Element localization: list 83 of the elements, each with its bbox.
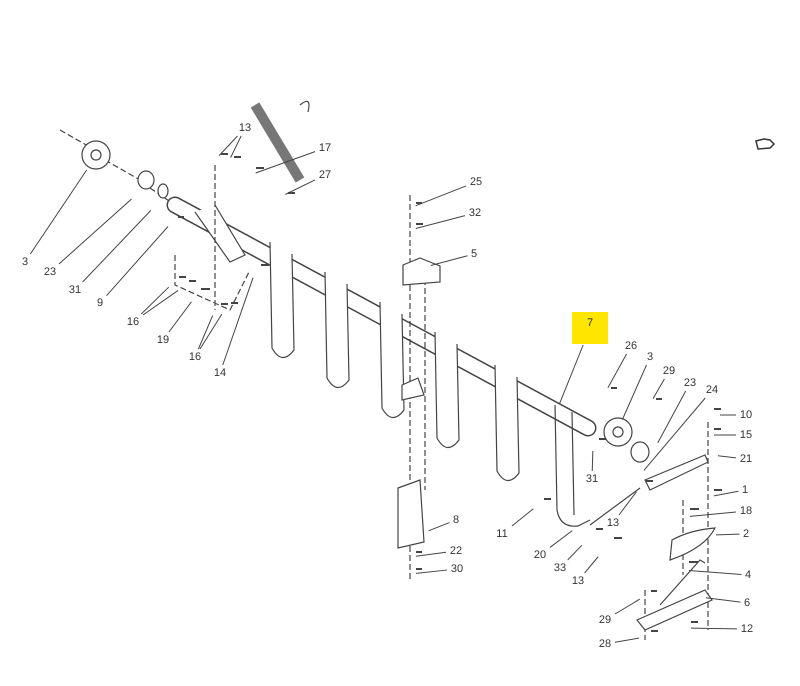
callout-number: 1 bbox=[740, 483, 750, 497]
leader-line bbox=[652, 378, 665, 400]
callout-number: 6 bbox=[742, 596, 752, 610]
highlighted-callout-number: 7 bbox=[572, 312, 608, 344]
leader-line bbox=[168, 301, 192, 332]
leader-line bbox=[714, 434, 736, 436]
callout-number: 21 bbox=[737, 452, 755, 466]
leader-line bbox=[222, 277, 254, 366]
leader-line bbox=[688, 570, 742, 575]
leader-line bbox=[705, 597, 741, 603]
leader-line bbox=[607, 354, 628, 388]
leader-line bbox=[218, 136, 238, 156]
leader-line bbox=[643, 398, 706, 471]
callout-number: 23 bbox=[681, 376, 699, 390]
leader-line bbox=[592, 450, 594, 472]
leader-line bbox=[430, 255, 468, 266]
callout-number: 30 bbox=[448, 562, 466, 576]
callout-number: 28 bbox=[596, 637, 614, 651]
callout-number: 4 bbox=[742, 568, 754, 582]
leader-line bbox=[415, 215, 466, 229]
leader-line bbox=[58, 198, 132, 264]
callout-number: 27 bbox=[316, 168, 334, 182]
callout-number: 13 bbox=[569, 574, 587, 588]
leader-line bbox=[614, 638, 640, 643]
leader-line bbox=[230, 136, 242, 158]
callout-number: 3 bbox=[644, 350, 656, 364]
callout-number: 8 bbox=[450, 513, 462, 527]
leader-line bbox=[428, 522, 450, 532]
leader-line bbox=[140, 286, 170, 314]
leader-line bbox=[689, 511, 736, 517]
leader-line bbox=[415, 552, 446, 557]
callout-number: 16 bbox=[186, 350, 204, 364]
leader-line bbox=[716, 534, 740, 536]
callout-number: 3 bbox=[20, 255, 30, 269]
leader-line bbox=[106, 226, 169, 296]
leader-line bbox=[415, 570, 448, 574]
leader-line bbox=[142, 290, 179, 316]
callout-number: 14 bbox=[211, 366, 229, 380]
leader-line bbox=[622, 364, 647, 420]
callout-number: 31 bbox=[583, 472, 601, 486]
callout-number: 23 bbox=[41, 265, 59, 279]
leader-line bbox=[713, 490, 739, 496]
callout-number: 13 bbox=[236, 121, 254, 135]
leader-line bbox=[82, 210, 152, 282]
callout-number: 10 bbox=[737, 408, 755, 422]
leader-line bbox=[511, 508, 534, 526]
callout-number: 18 bbox=[737, 504, 755, 518]
callout-number: 20 bbox=[531, 548, 549, 562]
callout-number: 13 bbox=[604, 516, 622, 530]
callout-number: 32 bbox=[466, 206, 484, 220]
callout-number: 17 bbox=[316, 141, 334, 155]
callout-number: 29 bbox=[660, 364, 678, 378]
callout-number: 5 bbox=[468, 247, 480, 261]
callout-number: 19 bbox=[154, 333, 172, 347]
leader-line bbox=[584, 556, 599, 574]
leader-line bbox=[720, 414, 736, 416]
leader-line bbox=[200, 314, 222, 350]
leader-line bbox=[198, 315, 214, 350]
callout-number: 12 bbox=[738, 622, 756, 636]
callout-number: 15 bbox=[737, 428, 755, 442]
callout-number: 9 bbox=[94, 296, 106, 310]
callout-number: 33 bbox=[551, 561, 569, 575]
leader-line bbox=[614, 598, 640, 614]
leader-line bbox=[30, 169, 88, 254]
leader-line bbox=[567, 544, 582, 560]
leader-line bbox=[284, 179, 316, 195]
callout-number: 16 bbox=[124, 315, 142, 329]
leader-line bbox=[558, 344, 584, 405]
leader-line bbox=[550, 530, 573, 548]
leader-line bbox=[618, 491, 637, 516]
callout-number: 2 bbox=[740, 527, 752, 541]
callout-number: 22 bbox=[447, 544, 465, 558]
callout-number: 26 bbox=[622, 339, 640, 353]
leader-line bbox=[415, 185, 466, 206]
leader-line bbox=[657, 390, 686, 444]
leader-line bbox=[717, 455, 736, 458]
callout-number: 25 bbox=[467, 175, 485, 189]
callout-number: 24 bbox=[703, 383, 721, 397]
callout-number: 29 bbox=[596, 613, 614, 627]
callout-number: 11 bbox=[493, 527, 511, 541]
callout-number: 31 bbox=[66, 283, 84, 297]
leader-line bbox=[690, 628, 738, 630]
leader-line bbox=[255, 151, 316, 174]
